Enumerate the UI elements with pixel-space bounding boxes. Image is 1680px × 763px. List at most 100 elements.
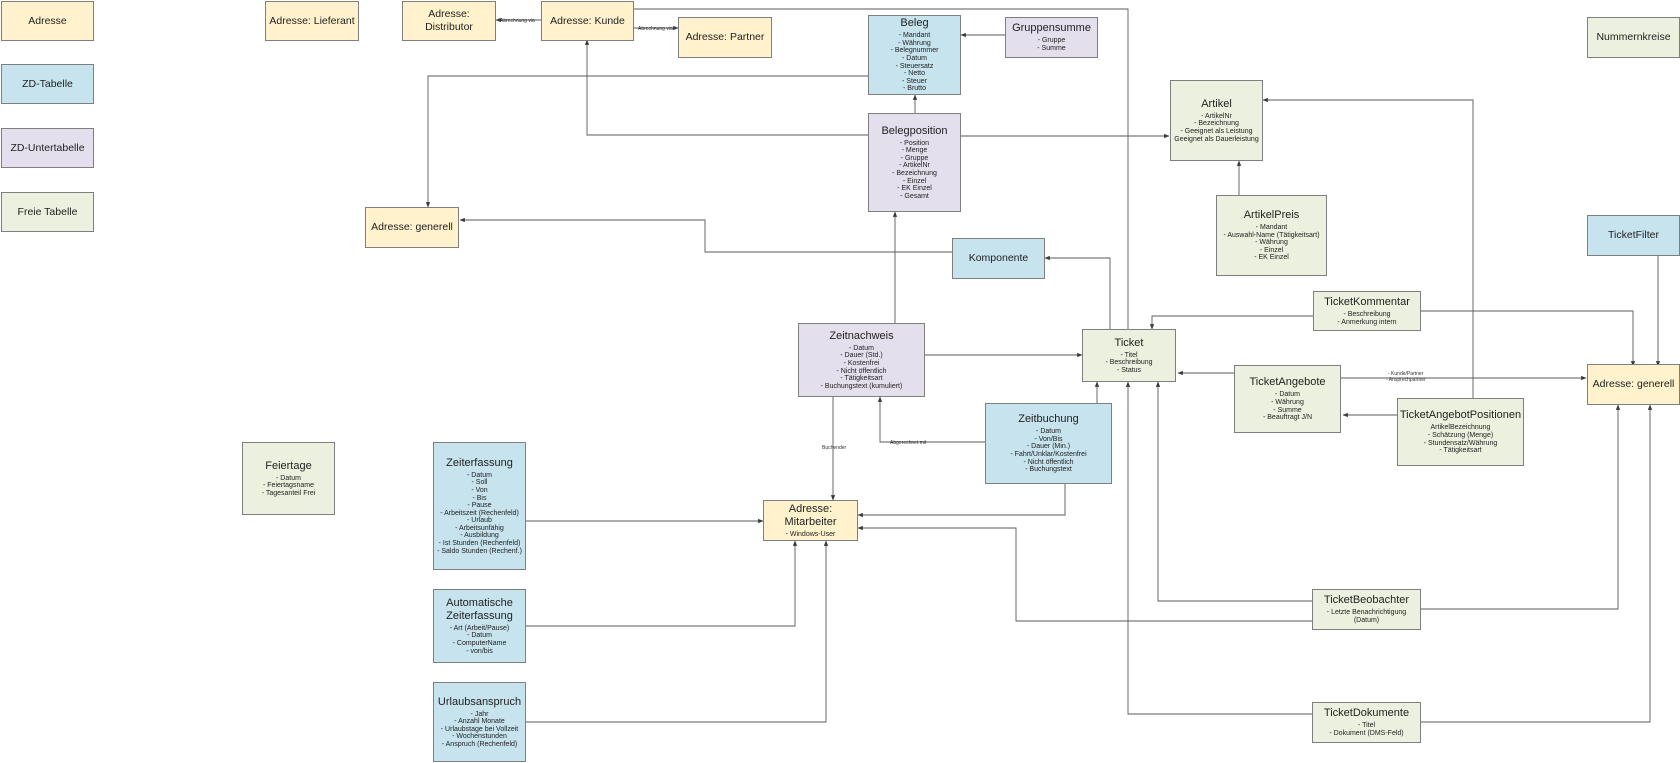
node-title: TicketAngebote bbox=[1249, 376, 1326, 389]
field: - Dokument (DMS-Feld) bbox=[1329, 730, 1404, 737]
node-ticketbeobachter[interactable]: TicketBeobachter - Letzte Benachrichtigu… bbox=[1312, 589, 1421, 630]
legend-adresse[interactable]: Adresse bbox=[1, 1, 94, 41]
node-adresse-generell-1[interactable]: Adresse: generell bbox=[365, 207, 459, 248]
field: - Feiertagsname bbox=[263, 482, 314, 490]
node-ticketfilter[interactable]: TicketFilter bbox=[1587, 215, 1680, 256]
node-fields: ArtikelBezeichnung - Schätzung (Menge) -… bbox=[1424, 424, 1498, 454]
legend-freie-tabelle[interactable]: Freie Tabelle bbox=[1, 192, 94, 232]
node-artikel[interactable]: Artikel - ArtikelNr - Bezeichnung - Geei… bbox=[1170, 80, 1263, 161]
node-fields: - Datum - Feiertagsname - Tagesanteil Fr… bbox=[262, 475, 316, 498]
edge-dokumente-adresse bbox=[1421, 404, 1653, 723]
edge-angebotpos-artikel bbox=[1262, 97, 1474, 398]
node-title: TicketDokumente bbox=[1323, 707, 1410, 720]
node-ticketangebotpositionen[interactable]: TicketAngebotPositionen ArtikelBezeichnu… bbox=[1397, 398, 1524, 466]
node-zeiterfassung[interactable]: Zeiterfassung - Datum - Soll - Von - Bis… bbox=[433, 442, 526, 570]
node-zeitnachweis[interactable]: Zeitnachweis - Datum - Dauer (Std.) - Ko… bbox=[798, 323, 925, 397]
field: - Datum bbox=[276, 474, 301, 482]
field: - Beschreibung bbox=[1105, 359, 1153, 367]
field: - Schätzung (Menge) bbox=[1427, 431, 1494, 439]
field: - Beauftragt J/N bbox=[1262, 414, 1313, 422]
field: - Ist Stunden (Rechenfeld) bbox=[438, 540, 521, 548]
field: - Währung bbox=[898, 39, 931, 47]
field: - Status bbox=[1116, 366, 1142, 374]
field: - Auswahl-Name (Tätigkeitsart) bbox=[1223, 231, 1320, 239]
field: - Bis bbox=[472, 494, 487, 502]
field: - ComputerName bbox=[452, 640, 507, 647]
field: (Datum) bbox=[1353, 617, 1380, 624]
node-adresse-partner[interactable]: Adresse: Partner bbox=[678, 17, 772, 58]
node-zeitbuchung[interactable]: Zeitbuchung - Datum - Von/Bis - Dauer (M… bbox=[985, 403, 1112, 484]
node-ticketdokumente[interactable]: TicketDokumente - Titel - Dokument (DMS-… bbox=[1312, 702, 1421, 743]
field: - Gesamt bbox=[900, 192, 929, 200]
node-fields: - Mandant - Auswahl-Name (Tätigkeitsart)… bbox=[1223, 224, 1319, 262]
field: - Position bbox=[899, 139, 930, 147]
node-title: ZD-Untertabelle bbox=[10, 141, 85, 154]
field: - Datum bbox=[1036, 428, 1061, 436]
legend-zd-tabelle[interactable]: ZD-Tabelle bbox=[1, 64, 94, 104]
node-adresse-mitarbeiter[interactable]: Adresse: Mitarbeiter - Windows-User bbox=[763, 500, 858, 541]
node-feiertage[interactable]: Feiertage - Datum - Feiertagsname - Tage… bbox=[242, 442, 335, 515]
node-adresse-distributor[interactable]: Adresse: Distributor bbox=[402, 1, 496, 41]
edge-label-abgerechnet: Abgerechnet mit bbox=[890, 440, 927, 446]
node-beleg[interactable]: Beleg - Mandant - Währung - Belegnummer … bbox=[868, 15, 961, 95]
field: - ArtikelNr bbox=[899, 162, 930, 170]
field: - Datum bbox=[467, 471, 492, 479]
field: - Fahrt/Unklar/Kostenfrei bbox=[1010, 451, 1087, 458]
field: - Beschreibung bbox=[1343, 310, 1391, 318]
edge-kommentar-adresse bbox=[1420, 310, 1636, 367]
field: - Tagesanteil Frei bbox=[261, 489, 316, 497]
field: - Anzahl Monate bbox=[454, 718, 505, 726]
node-title: Gruppensumme bbox=[1012, 22, 1091, 35]
node-artikelpreis[interactable]: ArtikelPreis - Mandant - Auswahl-Name (T… bbox=[1216, 195, 1327, 276]
legend-zd-untertabelle[interactable]: ZD-Untertabelle bbox=[1, 128, 94, 168]
field: - Tätigkeitsart bbox=[840, 375, 883, 383]
node-title: Zeitnachweis bbox=[829, 329, 894, 342]
field: - Einzel bbox=[902, 177, 927, 185]
node-komponente[interactable]: Komponente bbox=[952, 238, 1045, 279]
field: - Dauer (Min.) bbox=[1026, 443, 1071, 451]
field: - Titel bbox=[1120, 351, 1138, 359]
node-title: TicketFilter bbox=[1608, 229, 1659, 241]
edge-autozeit-mitarbeiter bbox=[526, 540, 798, 627]
node-fields: - Position - Menge - Gruppe - ArtikelNr … bbox=[892, 140, 937, 201]
field: - Mandant bbox=[1255, 224, 1288, 232]
node-ticketkommentar[interactable]: TicketKommentar - Beschreibung - Anmerku… bbox=[1313, 291, 1421, 331]
field: - Saldo Stunden (Rechenf.) bbox=[437, 547, 522, 555]
field: - Summe bbox=[1273, 406, 1302, 414]
field: ArtikelBezeichnung bbox=[1430, 424, 1491, 432]
field: - Nicht öffentlich bbox=[836, 367, 887, 375]
field: - Währung bbox=[1271, 398, 1304, 406]
node-nummernkreise[interactable]: Nummernkreise bbox=[1587, 17, 1680, 58]
node-adresse-generell-2[interactable]: Adresse: generell bbox=[1587, 364, 1680, 405]
field: - Nicht öffentlich bbox=[1023, 458, 1074, 466]
node-fields: - Titel - Beschreibung - Status bbox=[1105, 352, 1152, 375]
field: - Netto bbox=[903, 70, 925, 78]
field: - Art (Arbeit/Pause) bbox=[449, 624, 510, 632]
node-title: Freie Tabelle bbox=[17, 205, 78, 218]
node-urlaubsanspruch[interactable]: Urlaubsanspruch - Jahr - Anzahl Monate -… bbox=[433, 682, 526, 762]
field: - Bezeichnung bbox=[892, 170, 937, 177]
node-ticketangebote[interactable]: TicketAngebote - Datum - Währung - Summe… bbox=[1234, 365, 1341, 433]
node-title: Urlaubsanspruch bbox=[437, 695, 522, 708]
node-automatische-zeiterfassung[interactable]: Automatische Zeiterfassung - Art (Arbeit… bbox=[433, 589, 526, 663]
edge-komponente-adresse bbox=[459, 217, 952, 253]
node-adresse-lieferant[interactable]: Adresse: Lieferant bbox=[265, 1, 359, 41]
node-ticket[interactable]: Ticket - Titel - Beschreibung - Status bbox=[1082, 329, 1176, 382]
field: - Belegnummer bbox=[890, 47, 939, 55]
node-gruppensumme[interactable]: Gruppensumme - Gruppe - Summe bbox=[1005, 17, 1098, 58]
node-fields: - Windows-User bbox=[786, 531, 836, 539]
field: - ArtikelNr bbox=[1201, 112, 1232, 120]
node-fields: - ArtikelNr - Bezeichnung - Geeignet als… bbox=[1174, 113, 1258, 143]
node-title: Zeiterfassung bbox=[446, 456, 513, 469]
field: - Jahr bbox=[470, 710, 489, 718]
edge-kommentar-ticket bbox=[1149, 315, 1315, 330]
node-fields: - Gruppe - Summe bbox=[1037, 37, 1065, 52]
edge-beobachter-ticket bbox=[1155, 381, 1312, 602]
node-title: TicketBeobachter bbox=[1323, 594, 1410, 607]
node-title: TicketAngebotPositionen bbox=[1399, 409, 1522, 422]
node-adresse-kunde[interactable]: Adresse: Kunde bbox=[541, 1, 634, 41]
node-fields: - Art (Arbeit/Pause) - Datum - ComputerN… bbox=[450, 625, 510, 655]
field: - Wochenstunden bbox=[452, 733, 507, 741]
field: - Summe bbox=[1037, 45, 1066, 52]
node-belegposition[interactable]: Belegposition - Position - Menge - Grupp… bbox=[868, 113, 961, 212]
